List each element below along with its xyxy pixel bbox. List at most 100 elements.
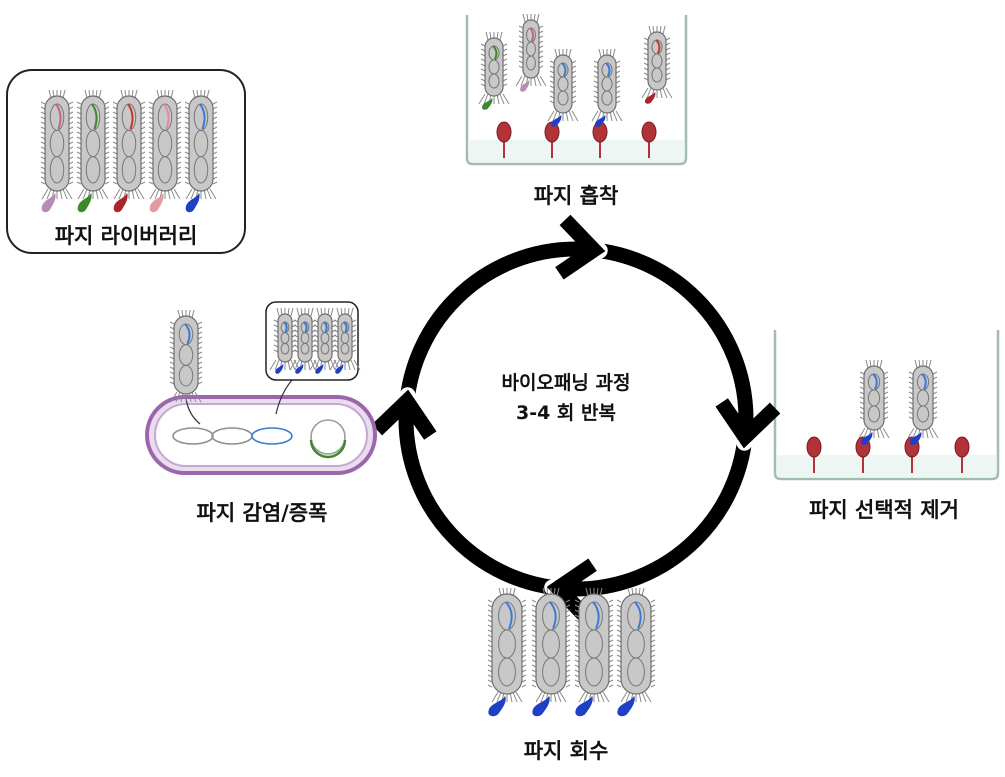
target-head bbox=[496, 121, 512, 143]
phage-spike bbox=[140, 116, 146, 120]
phage-spike bbox=[169, 356, 175, 360]
binding-label: 파지 흡착 bbox=[533, 184, 619, 208]
phage-spike bbox=[616, 629, 622, 633]
phage-spike bbox=[487, 604, 493, 608]
phage-spike bbox=[197, 366, 203, 370]
phage-bottom-fiber bbox=[615, 110, 623, 122]
phage-spike bbox=[184, 106, 190, 110]
phage bbox=[858, 359, 890, 445]
phage-top-fiber bbox=[310, 307, 314, 317]
phage-spike bbox=[480, 68, 486, 72]
phage-bottom-fiber bbox=[118, 188, 124, 200]
phage-spike bbox=[502, 78, 508, 82]
phage-spike bbox=[665, 37, 671, 41]
phage-spike bbox=[112, 181, 118, 185]
phage-spike bbox=[480, 43, 486, 47]
phage-spike bbox=[608, 644, 614, 648]
phage-spike bbox=[40, 101, 46, 105]
phage-spike bbox=[593, 80, 599, 84]
phage-bottom-fiber bbox=[625, 691, 631, 703]
phage-capsid bbox=[620, 593, 652, 695]
phage-spike bbox=[615, 85, 621, 89]
phage-spike bbox=[148, 181, 154, 185]
phage-spike bbox=[487, 634, 493, 638]
phage-spike bbox=[650, 599, 656, 603]
phage-top-fiber bbox=[498, 587, 502, 597]
phage-spike bbox=[169, 351, 175, 355]
phage-spike bbox=[40, 126, 46, 130]
phage-spike bbox=[608, 639, 614, 643]
phage-spike bbox=[574, 644, 580, 648]
phage-spike bbox=[176, 151, 182, 155]
phage-gene-insert bbox=[199, 103, 206, 130]
phage-spike bbox=[538, 25, 544, 29]
phage-spike bbox=[313, 349, 319, 353]
phage-spike bbox=[665, 67, 671, 71]
phage-spike bbox=[487, 659, 493, 663]
phage-spike bbox=[176, 156, 182, 160]
plasmid bbox=[310, 419, 346, 455]
phage-spike bbox=[932, 371, 938, 375]
phage-spike bbox=[650, 659, 656, 663]
phage-spike bbox=[908, 381, 914, 385]
phage-spike bbox=[521, 604, 527, 608]
phage-spike bbox=[197, 371, 203, 375]
phage-spike bbox=[140, 136, 146, 140]
phage-top-fiber bbox=[598, 48, 602, 58]
phage-spike bbox=[574, 684, 580, 688]
phage-spike bbox=[531, 604, 537, 608]
phage-top-fiber bbox=[316, 307, 320, 317]
phage-spike bbox=[293, 334, 299, 338]
phage-spike bbox=[68, 171, 74, 175]
phage-spike bbox=[565, 674, 571, 678]
phage-spike bbox=[104, 156, 110, 160]
phage-top-fiber bbox=[522, 13, 526, 23]
phage-spike bbox=[521, 654, 527, 658]
phage-capsid bbox=[553, 54, 573, 114]
phage-spike bbox=[665, 77, 671, 81]
phage-capsid bbox=[317, 313, 333, 363]
phage-spike bbox=[502, 48, 508, 52]
phage-spike bbox=[76, 156, 82, 160]
phage-spike bbox=[908, 416, 914, 420]
phage-spike bbox=[140, 171, 146, 175]
phage-top-fiber bbox=[170, 89, 174, 99]
phage-spike bbox=[518, 25, 524, 29]
phage-top-fiber bbox=[290, 307, 294, 317]
phage-spike bbox=[197, 376, 203, 380]
phage-spike bbox=[212, 151, 218, 155]
phage-capsid bbox=[297, 313, 313, 363]
phage-spike bbox=[169, 346, 175, 350]
phage-bottom-fiber bbox=[596, 110, 602, 122]
phage-genome-loop bbox=[85, 156, 101, 184]
phage-spike bbox=[502, 43, 508, 47]
phage-genome-loop bbox=[280, 342, 290, 355]
phage-top-fiber bbox=[585, 587, 589, 597]
phage-spike bbox=[549, 75, 555, 79]
phage-spike bbox=[197, 356, 203, 360]
antibody-fragment bbox=[644, 92, 656, 104]
phage-spike bbox=[313, 339, 319, 343]
phage bbox=[591, 48, 623, 127]
cycle-arrowhead bbox=[715, 398, 781, 449]
phage-spike bbox=[643, 77, 649, 81]
phage-spike bbox=[487, 609, 493, 613]
phage-spike bbox=[616, 624, 622, 628]
phage-spike bbox=[40, 141, 46, 145]
phage-spike bbox=[518, 55, 524, 59]
phage-bottom-fiber bbox=[646, 87, 652, 99]
phage-spike bbox=[574, 624, 580, 628]
phage-genome-loop bbox=[526, 55, 536, 71]
phage-spike bbox=[650, 674, 656, 678]
phage-spike bbox=[112, 146, 118, 150]
phage-spike bbox=[908, 406, 914, 410]
phage-spike bbox=[608, 669, 614, 673]
phage-spike bbox=[212, 131, 218, 135]
phage-spike bbox=[104, 181, 110, 185]
phage-spike bbox=[608, 679, 614, 683]
phage-spike bbox=[565, 649, 571, 653]
phage-spike bbox=[76, 176, 82, 180]
phage-spike bbox=[293, 339, 299, 343]
phage-spike bbox=[608, 599, 614, 603]
phage-dna-loop bbox=[172, 427, 214, 445]
